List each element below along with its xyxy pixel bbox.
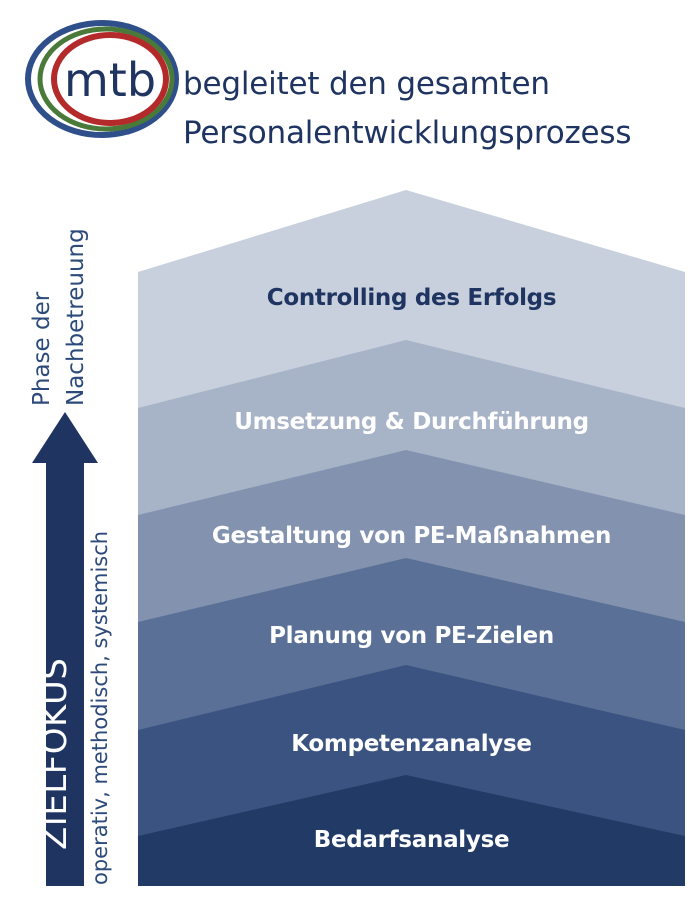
phase-label-line-2: Nachbetreuung — [63, 228, 89, 406]
headline-line-1: begleitet den gesamten — [183, 66, 550, 102]
phase-label-line-1: Phase der — [29, 291, 55, 406]
zielfokus-subtitle: operativ, methodisch, systemisch — [88, 530, 112, 885]
logo-ring-green — [37, 26, 175, 132]
stage-kompetenzanalyse-label: Kompetenzanalyse — [291, 731, 532, 757]
zielfokus-label: ZIELFOKUS — [35, 657, 75, 850]
mtb-logo: mtb — [25, 20, 179, 138]
logo-ring-blue — [25, 20, 179, 138]
logo-ring-red — [51, 32, 169, 126]
stage-controlling-label: Controlling des Erfolgs — [266, 285, 557, 311]
headline-line-2: Personalentwicklungsprozess — [183, 115, 632, 151]
stage-gestaltung-label: Gestaltung von PE-Maßnahmen — [211, 523, 612, 549]
stage-planung-label: Planung von PE-Zielen — [269, 623, 554, 649]
logo-text: mtb — [64, 53, 156, 107]
stage-bedarfsanalyse-band — [138, 775, 685, 886]
stage-umsetzung-label: Umsetzung & Durchführung — [234, 409, 589, 435]
stage-bedarfsanalyse-label: Bedarfsanalyse — [313, 827, 510, 853]
zielfokus-arrow — [32, 412, 98, 886]
